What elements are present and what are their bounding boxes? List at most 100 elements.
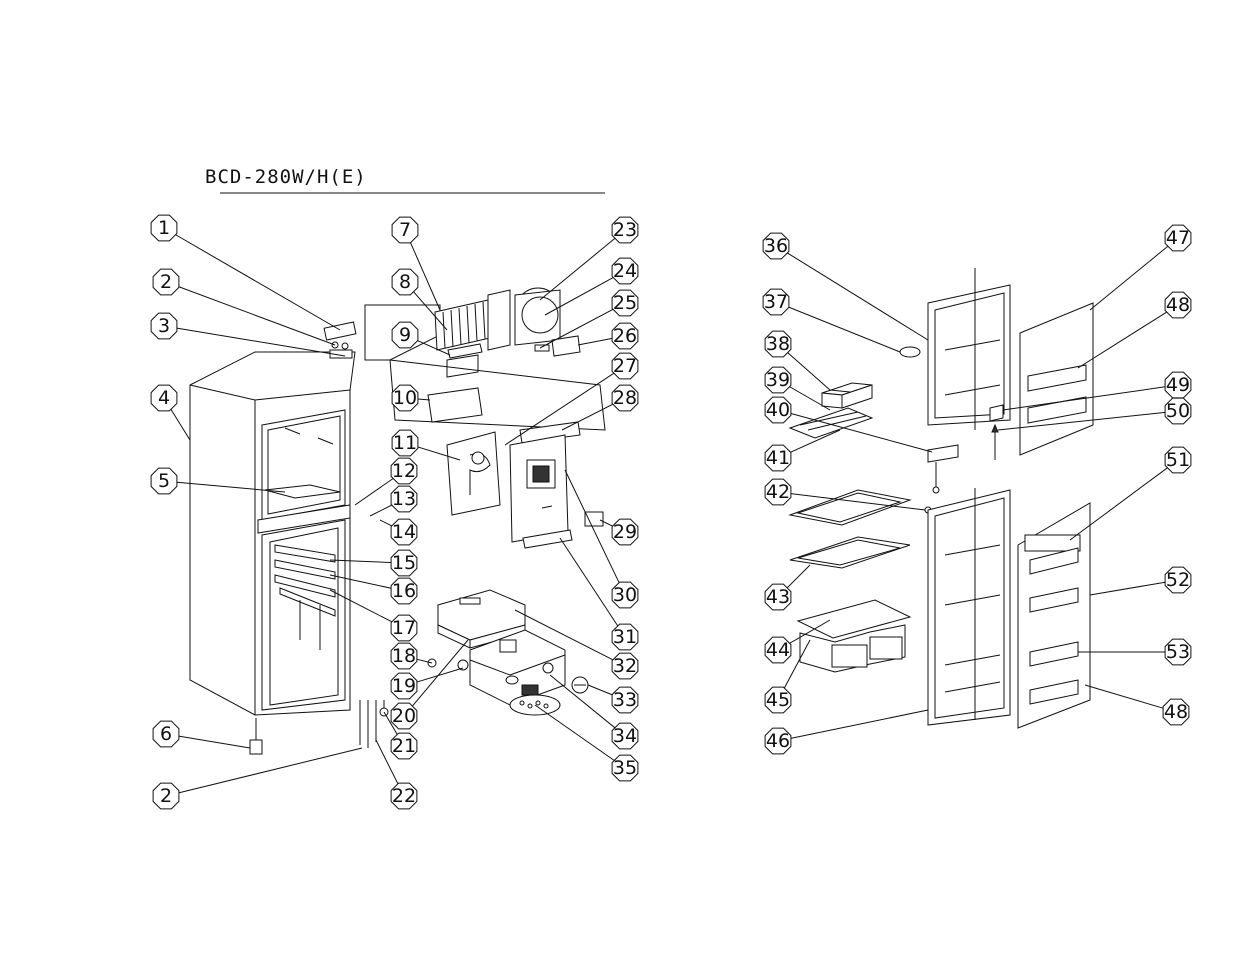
part-callout: 30 [612, 582, 638, 608]
callout-number: 35 [613, 757, 637, 779]
leader-line [412, 640, 468, 706]
cabinet-body [190, 352, 355, 715]
callout-number: 9 [399, 324, 411, 346]
part-callout: 5 [151, 468, 177, 494]
callout-number: 46 [766, 730, 790, 752]
leader-line [788, 353, 830, 390]
callout-number: 8 [399, 271, 411, 293]
callout-number: 47 [1166, 227, 1190, 249]
callout-number: 52 [1166, 569, 1190, 591]
part-callout: 21 [391, 733, 417, 759]
part-callout: 8 [392, 269, 418, 295]
part-callout: 18 [391, 643, 417, 669]
leader-line [380, 520, 392, 526]
part-callout: 6 [153, 721, 179, 747]
part-callout: 28 [612, 385, 638, 411]
fridge-door-outer [1018, 503, 1090, 728]
part-callout: 25 [612, 290, 638, 316]
callout-number: 25 [613, 292, 637, 314]
callout-number: 39 [766, 369, 790, 391]
leader-line [540, 238, 615, 300]
freezer-door-outer [1020, 303, 1093, 455]
callout-number: 38 [766, 333, 790, 355]
part-callout: 47 [1165, 225, 1191, 251]
callout-number: 2 [160, 271, 172, 293]
part-callout: 24 [612, 258, 638, 284]
callout-number: 11 [393, 432, 417, 454]
callout-number: 16 [392, 580, 416, 602]
part-callout: 33 [612, 687, 638, 713]
leader-line [370, 505, 392, 516]
part-callout: 23 [612, 217, 638, 243]
part-callout: 11 [392, 430, 418, 456]
part-callout: 29 [612, 519, 638, 545]
callout-number: 43 [766, 586, 790, 608]
callout-number: 20 [392, 705, 416, 727]
callout-number: 22 [392, 785, 416, 807]
callout-number: 6 [160, 723, 172, 745]
callout-number: 50 [1166, 400, 1190, 422]
leader-line [787, 565, 810, 588]
part-callout: 34 [612, 723, 638, 749]
part-callout: 26 [612, 323, 638, 349]
leader-line [562, 404, 613, 430]
part-callout: 7 [392, 217, 418, 243]
part-callout: 46 [765, 728, 791, 754]
part-callout: 31 [612, 624, 638, 650]
callout-number: 53 [1166, 641, 1190, 663]
callout-number: 31 [613, 626, 637, 648]
part-callout: 15 [391, 550, 417, 576]
callout-number: 34 [613, 725, 637, 747]
callout-number: 24 [613, 260, 637, 282]
part-callout: 13 [391, 486, 417, 512]
leader-line [1070, 468, 1168, 540]
part-callout: 20 [391, 703, 417, 729]
callout-number: 7 [399, 219, 411, 241]
part-callout: 50 [1165, 398, 1191, 424]
leader-line [588, 685, 613, 695]
leader-line [787, 253, 928, 340]
leader-line [565, 470, 619, 583]
callout-number: 45 [766, 689, 790, 711]
bottom-screws [360, 700, 388, 748]
leader-line [1085, 685, 1164, 708]
leader-line [178, 287, 335, 346]
leader-line [788, 307, 900, 352]
callout-number: 1 [158, 217, 170, 239]
part-callout: 16 [391, 578, 417, 604]
part-callout: 32 [612, 653, 638, 679]
leader-line [179, 748, 362, 793]
part-callout: 3 [151, 313, 177, 339]
callout-number: 33 [613, 689, 637, 711]
leveling-foot [250, 718, 262, 754]
callout-number: 21 [392, 735, 416, 757]
callout-number: 51 [1166, 449, 1190, 471]
freezer-shelf [790, 408, 872, 438]
callout-number: 12 [392, 460, 416, 482]
part-callout: 38 [765, 331, 791, 357]
ice-tray [822, 383, 872, 408]
part-callout: 4 [151, 385, 177, 411]
callout-number: 49 [1166, 374, 1190, 396]
callout-number: 27 [613, 355, 637, 377]
part-callout: 9 [392, 322, 418, 348]
leader-line [179, 736, 250, 748]
leader-line [171, 409, 190, 440]
callout-number: 42 [766, 481, 790, 503]
part-callout: 2 [153, 783, 179, 809]
part-callout: 52 [1165, 567, 1191, 593]
part-callout: 44 [765, 637, 791, 663]
part-callout: 12 [391, 458, 417, 484]
callout-number: 4 [158, 387, 170, 409]
part-callout: 27 [612, 353, 638, 379]
part-callout: 49 [1165, 372, 1191, 398]
callout-number: 36 [764, 235, 788, 257]
callout-number: 37 [764, 291, 788, 313]
callout-number: 40 [766, 399, 790, 421]
part-callout: 48 [1165, 292, 1191, 318]
leader-line [535, 705, 614, 761]
part-callout: 22 [391, 783, 417, 809]
callout-number: 48 [1164, 701, 1188, 723]
part-callout: 39 [765, 367, 791, 393]
